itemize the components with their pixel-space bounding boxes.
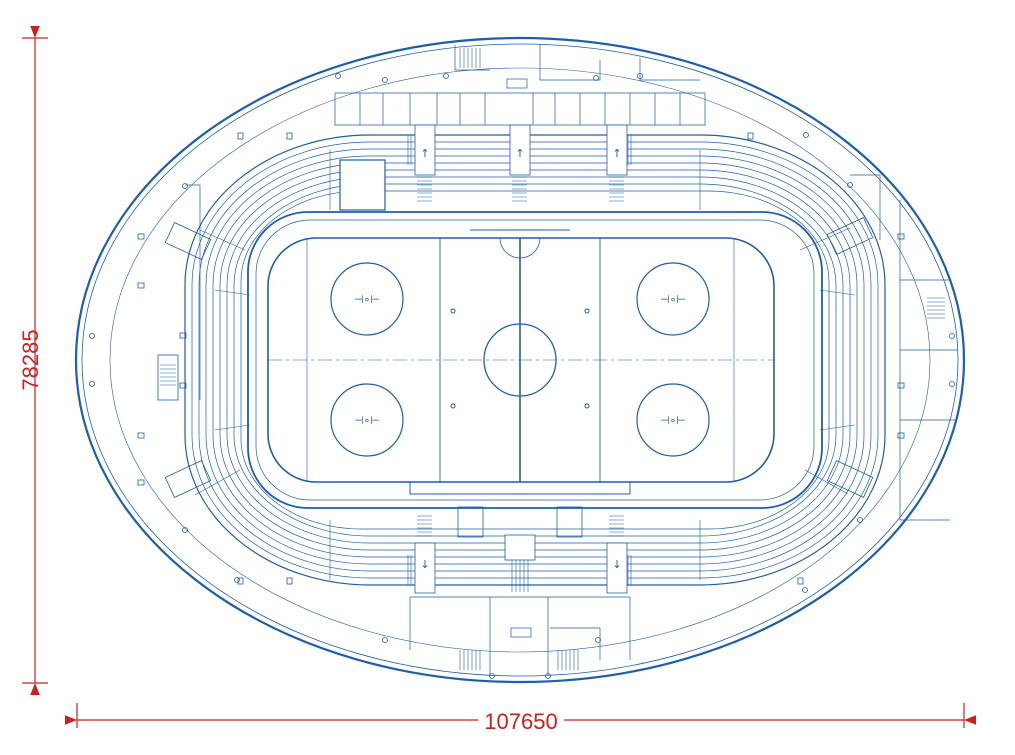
arrow-north-3: ↑ xyxy=(612,147,621,160)
arrow-north-1: ↑ xyxy=(420,147,429,160)
faceoff-marks: ⊣∘⊢ ⊣∘⊢ ⊣∘⊢ ⊣∘⊢ xyxy=(354,293,686,427)
exit-arrows: ↑ ↑ ↑ ↓ ↓ xyxy=(420,147,621,571)
column-markers xyxy=(89,73,955,679)
faceoff-mark-ne: ⊣∘⊢ xyxy=(660,293,686,306)
seating-tiers xyxy=(184,134,886,586)
arrow-south-2: ↓ xyxy=(612,558,621,571)
concourse-rooms xyxy=(185,44,958,675)
height-dimension xyxy=(22,26,48,695)
building-outline xyxy=(74,36,966,684)
arrow-north-2: ↑ xyxy=(515,147,524,160)
faceoff-mark-nw: ⊣∘⊢ xyxy=(354,293,380,306)
ice-rink xyxy=(267,229,775,495)
aisles xyxy=(194,150,856,580)
faceoff-mark-se: ⊣∘⊢ xyxy=(660,414,686,427)
arrow-south-1: ↓ xyxy=(420,558,429,571)
width-dimension-label: 107650 xyxy=(484,709,557,734)
stair-blocks xyxy=(157,124,874,594)
height-dimension-label: 78285 xyxy=(18,329,43,390)
faceoff-mark-sw: ⊣∘⊢ xyxy=(354,414,380,427)
stair-treads xyxy=(160,48,945,670)
